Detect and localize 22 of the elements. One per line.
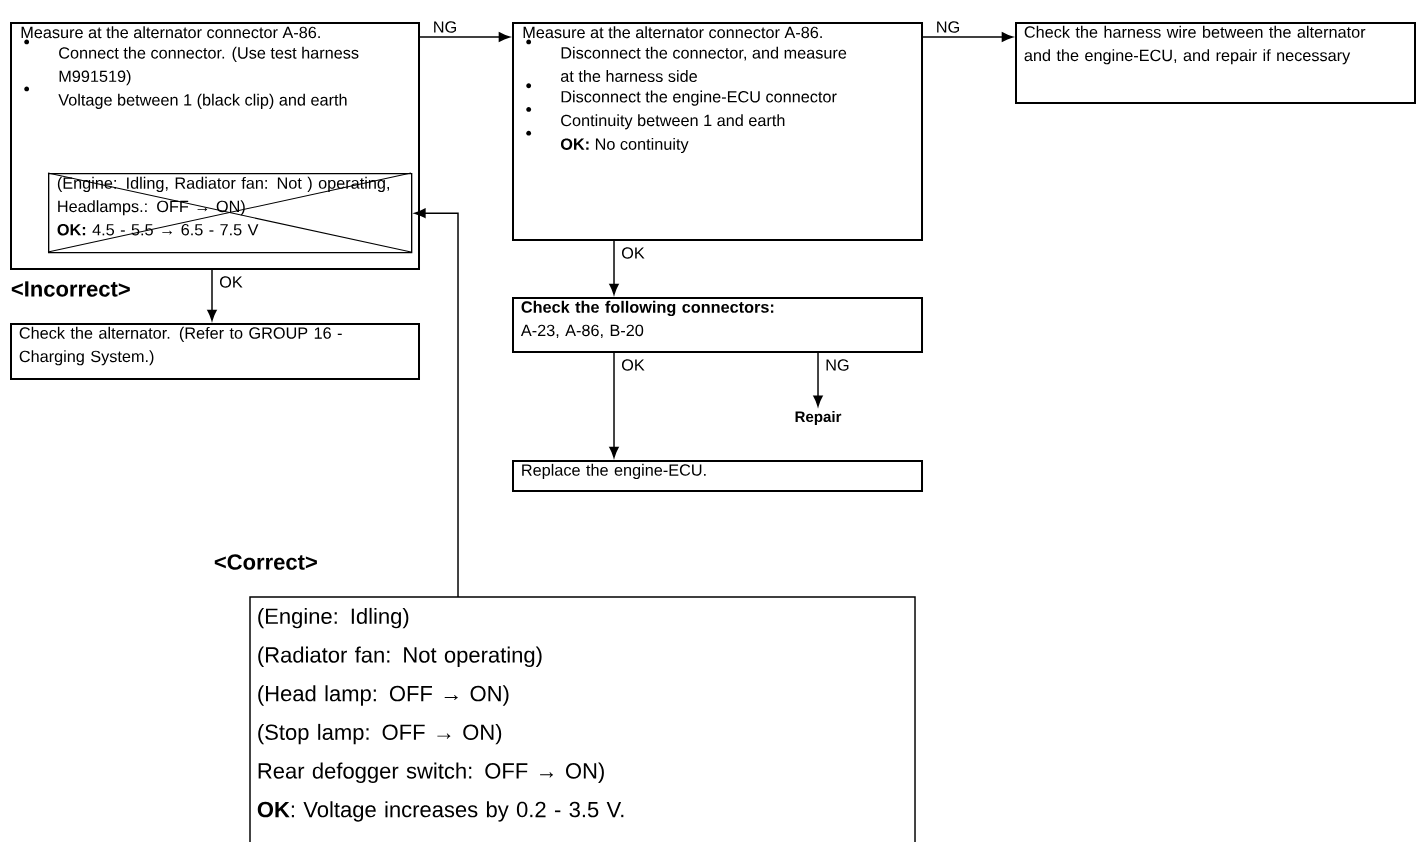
edge-label: NG <box>823 357 851 373</box>
arrow <box>922 32 1013 42</box>
edge-label: OK <box>619 245 647 261</box>
section-heading: <Correct> <box>214 554 317 570</box>
step-box: Check the alternator. (Refer to GROUP 16 - Charging System.) <box>10 323 420 380</box>
step-box: Check the harness wire between the alternator and the engine-ECU, and repair if necessary <box>1015 22 1416 104</box>
step-box: Check the following connectors: A-23, A-86, B-20 <box>512 297 923 353</box>
step-box: Replace the engine-ECU. <box>512 460 923 492</box>
step-text: Repair <box>795 411 842 425</box>
arrow <box>813 352 823 407</box>
arrow <box>419 32 510 42</box>
edge-label: OK <box>217 274 245 290</box>
arrow <box>609 240 619 295</box>
edge-label: NG <box>431 19 459 35</box>
arrow <box>609 352 619 458</box>
arrow <box>207 269 217 321</box>
edge-label: NG <box>934 19 962 35</box>
condition-box: (Engine: Idling) (Radiator fan: Not operating) (Head lamp: OFF → ON) (Stop lamp: OFF → ON) Rear defogger switch: OFF → ON) OK: Voltage increases by 0.2 - 3.5 V. <box>249 596 916 842</box>
section-heading: <Incorrect> <box>11 281 130 297</box>
arrow <box>414 208 459 598</box>
step-box: Measure at the alternator connector A-86. Disconnect the connector, and measure at the harness side Disconnect the engine-ECU connector Continuity between 1 and earth OK: No continuity <box>512 22 923 241</box>
edge-label: OK <box>619 357 647 373</box>
